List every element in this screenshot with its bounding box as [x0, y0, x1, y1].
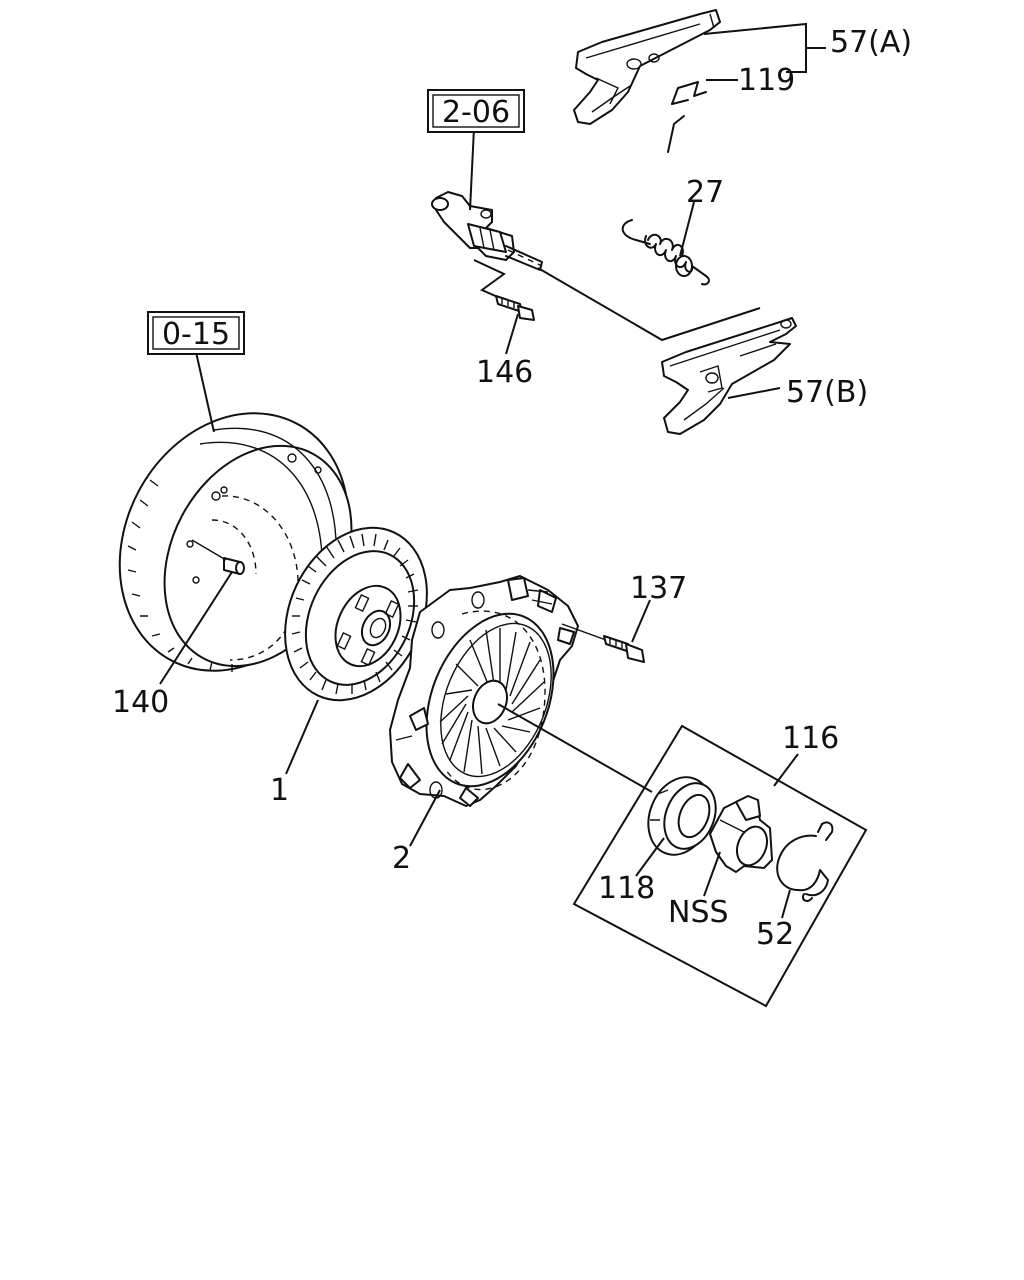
callout-bolt-cylinder: 146: [476, 355, 533, 390]
callout-disc: 1: [270, 773, 289, 808]
clutch-slave-cylinder: [431, 191, 543, 271]
callout-bolt-cover: 137: [630, 571, 687, 606]
release-fork-a: [573, 9, 721, 125]
pushrod-line: [537, 267, 761, 342]
dowel-140: [191, 539, 245, 575]
return-spring-27: [621, 219, 710, 286]
bearing-sleeve-nss: [709, 795, 773, 873]
pin-119: [667, 81, 707, 153]
clip-52: [776, 821, 834, 902]
release-fork-b: [661, 317, 797, 435]
ref-box-flywheel: 0-15: [147, 311, 245, 355]
callout-nss: NSS: [668, 895, 729, 930]
callout-bearing-kit: 116: [782, 721, 839, 756]
callout-dowel: 140: [112, 685, 169, 720]
clutch-cover: [389, 575, 579, 807]
callout-clip: 52: [756, 917, 794, 952]
bolt-guide-line: [473, 259, 506, 299]
callout-spring: 27: [686, 175, 724, 210]
callout-pin: 119: [738, 63, 795, 98]
callout-fork-a: 57(A): [830, 25, 912, 60]
ref-label-flywheel: 0-15: [162, 317, 230, 352]
callout-cover: 2: [392, 841, 411, 876]
center-axis-line: [497, 703, 653, 793]
ref-label-cylinder: 2-06: [442, 95, 510, 130]
callout-fork-b: 57(B): [786, 375, 868, 410]
bearing-kit-frame: [572, 724, 868, 1008]
leader-lines: [159, 22, 826, 919]
release-bearing-118: [647, 776, 717, 856]
callout-bearing: 118: [598, 871, 655, 906]
clutch-disc: [284, 526, 428, 702]
bolt-137: [561, 623, 645, 663]
ref-box-cylinder: 2-06: [427, 89, 525, 133]
bolt-146: [495, 295, 535, 321]
